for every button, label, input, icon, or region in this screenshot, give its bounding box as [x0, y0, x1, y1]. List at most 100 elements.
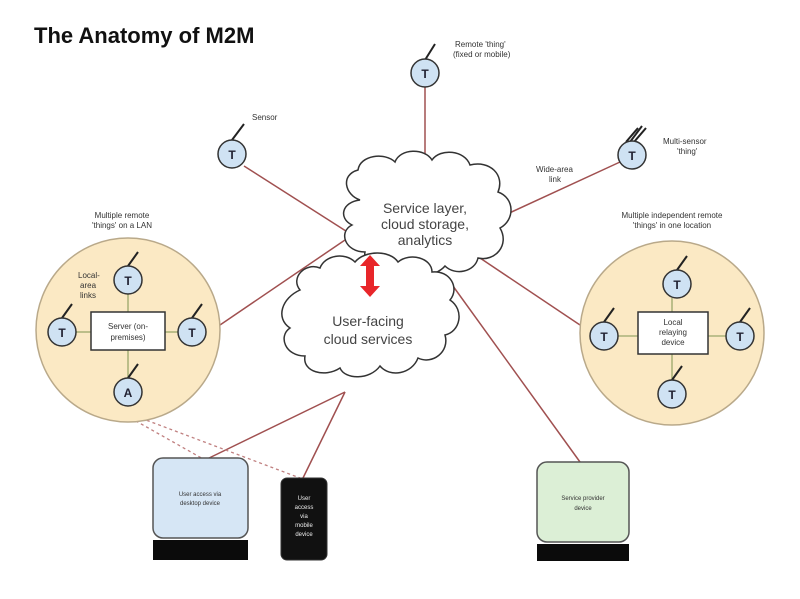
- antenna-icon: [633, 127, 647, 143]
- relay-label-3: device: [661, 338, 685, 347]
- mobile-body: [280, 477, 328, 561]
- antenna-icon: [61, 303, 73, 319]
- thing-node[interactable]: [177, 317, 207, 347]
- link-provider-to-cloud: [444, 274, 581, 463]
- relay-label: Local: [663, 318, 682, 327]
- thing-node[interactable]: [662, 269, 692, 299]
- mobile-label-4: mobile: [295, 523, 313, 529]
- link-lan-to-cloud: [219, 239, 346, 326]
- cloud-label: cloud storage,: [381, 216, 469, 232]
- cloud-label: analytics: [398, 232, 452, 248]
- cloud-label: User-facing: [332, 313, 404, 329]
- lan-thing-top[interactable]: T: [113, 251, 143, 295]
- desktop-label: User access via: [179, 492, 222, 498]
- thing-node[interactable]: [589, 321, 619, 351]
- local-link-to-mobile: [129, 413, 301, 479]
- server-rect: [90, 311, 166, 351]
- desktop-base: [153, 540, 248, 560]
- antenna-icon: [127, 363, 139, 379]
- independent-thing-left[interactable]: T: [589, 307, 619, 351]
- lan-group: Multiple remote 'things' on a LAN Local-…: [35, 211, 221, 423]
- antenna-icon: [676, 255, 688, 271]
- service-layer-cloud[interactable]: Service layer, cloud storage, analytics: [342, 150, 512, 276]
- sensor-thing[interactable]: T: [217, 123, 247, 169]
- bidirectional-arrow-icon: [360, 255, 380, 297]
- node-letter: T: [673, 278, 681, 292]
- provider-label: Service provider: [561, 496, 604, 502]
- independent-thing-top[interactable]: T: [662, 255, 692, 299]
- link-mobile-to-cloud: [302, 391, 346, 479]
- antenna-icon: [424, 43, 436, 61]
- link-independent-to-cloud: [479, 257, 581, 326]
- node-letter: T: [600, 330, 608, 344]
- independent-thing-right[interactable]: T: [725, 307, 755, 351]
- relay-device-box[interactable]: Local relaying device: [637, 311, 709, 355]
- mobile-device[interactable]: User access via mobile device: [280, 477, 328, 561]
- provider-screen: [536, 461, 630, 543]
- provider-base: [537, 544, 629, 561]
- cloud-shape: [281, 252, 460, 378]
- service-provider-device[interactable]: Service provider device: [536, 461, 630, 561]
- thing-node[interactable]: [617, 140, 647, 170]
- sensor-label: Sensor: [252, 113, 278, 122]
- link-desktop-to-cloud: [204, 391, 346, 461]
- mobile-label-5: device: [295, 532, 313, 538]
- thing-node[interactable]: [410, 58, 440, 88]
- antenna-icon: [231, 123, 245, 141]
- cloud-label: Service layer,: [383, 200, 467, 216]
- antenna-icon: [629, 125, 643, 143]
- lan-actuator-bottom[interactable]: A: [113, 363, 143, 407]
- antenna-icon: [191, 303, 203, 319]
- lan-group-caption-2: 'things' on a LAN: [92, 221, 152, 230]
- antenna-icon: [603, 307, 615, 323]
- thing-node[interactable]: [725, 321, 755, 351]
- thing-node[interactable]: [113, 265, 143, 295]
- actuator-node[interactable]: [113, 377, 143, 407]
- remote-thing-label: Remote 'thing': [455, 40, 506, 49]
- server-label: Server (on-: [108, 322, 148, 331]
- server-label-2: premises): [110, 333, 145, 342]
- mobile-label-2: access: [295, 505, 314, 511]
- independent-thing-bottom[interactable]: T: [657, 365, 687, 409]
- desktop-device[interactable]: User access via desktop device: [152, 457, 249, 560]
- multisensor-thing[interactable]: T: [617, 125, 647, 170]
- multisensor-label-2: 'thing': [677, 147, 698, 156]
- node-letter: T: [58, 326, 66, 340]
- server-box[interactable]: Server (on- premises): [90, 311, 166, 351]
- node-letter: T: [736, 330, 744, 344]
- wide-area-link-label: Wide-area: [536, 165, 573, 174]
- desktop-screen: [152, 457, 249, 539]
- relay-label-2: relaying: [659, 328, 687, 337]
- thing-node[interactable]: [47, 317, 77, 347]
- node-letter: A: [124, 386, 133, 400]
- node-letter: T: [628, 149, 636, 163]
- relay-rect: [637, 311, 709, 355]
- local-link-to-desktop: [119, 411, 206, 461]
- node-letter: T: [124, 274, 132, 288]
- remote-thing[interactable]: T: [410, 43, 440, 88]
- antenna-icon: [671, 365, 683, 381]
- cloud-shape: [342, 150, 512, 276]
- mobile-label: User: [298, 496, 311, 502]
- wide-area-link: [504, 161, 621, 216]
- independent-group-caption: Multiple independent remote: [622, 211, 724, 220]
- thing-node[interactable]: [217, 139, 247, 169]
- local-links-label-3: links: [80, 291, 96, 300]
- node-letter: T: [421, 67, 429, 81]
- local-links-label-2: area: [80, 281, 97, 290]
- lan-thing-left[interactable]: T: [47, 303, 77, 347]
- user-facing-cloud[interactable]: User-facing cloud services: [281, 252, 460, 378]
- independent-group-caption-2: 'things' in one location: [633, 221, 711, 230]
- node-letter: T: [188, 326, 196, 340]
- multisensor-label: Multi-sensor: [663, 137, 707, 146]
- diagram-title: The Anatomy of M2M: [34, 23, 254, 48]
- lan-thing-right[interactable]: T: [177, 303, 207, 347]
- antenna-icon: [127, 251, 139, 267]
- antenna-icon: [739, 307, 751, 323]
- link-sensor-to-cloud: [243, 165, 361, 241]
- desktop-label-2: desktop device: [180, 501, 221, 507]
- lan-group-caption: Multiple remote: [95, 211, 150, 220]
- wide-area-link-label-2: link: [549, 175, 562, 184]
- thing-node[interactable]: [657, 379, 687, 409]
